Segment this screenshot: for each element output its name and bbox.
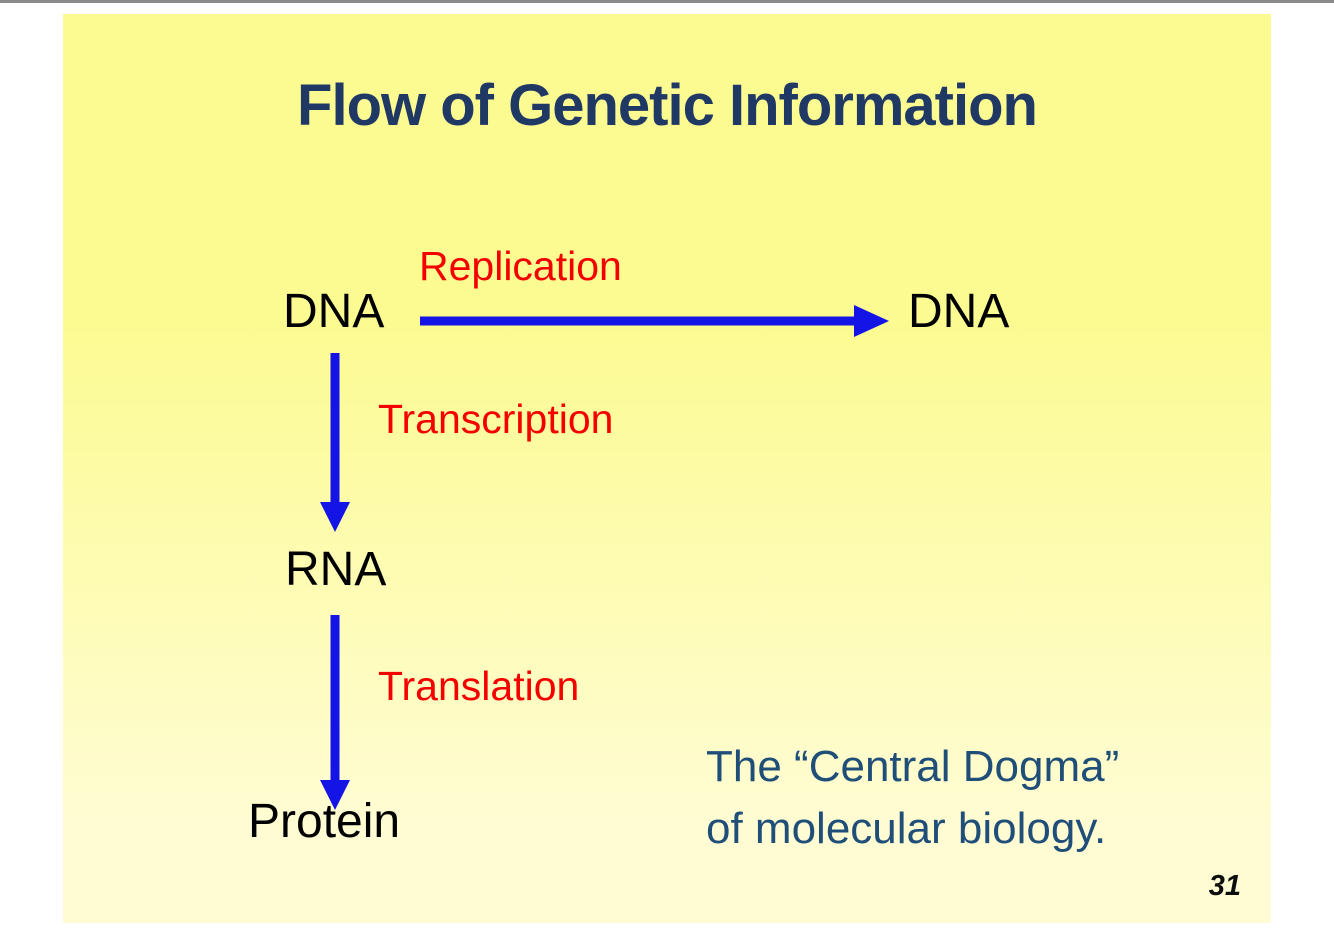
central-dogma-caption: The “Central Dogma” of molecular biology… xyxy=(706,736,1119,861)
caption-line-1: The “Central Dogma” xyxy=(706,742,1120,791)
transcription-label: Transcription xyxy=(378,396,614,442)
replication-arrow xyxy=(420,305,889,337)
node-rna: RNA xyxy=(285,543,387,596)
translation-label: Translation xyxy=(378,663,580,709)
presentation-slide: Flow of Genetic Information DNA DNA RNA … xyxy=(63,14,1271,923)
replication-label: Replication xyxy=(419,243,622,289)
translation-arrow xyxy=(320,615,350,810)
caption-line-2: of molecular biology. xyxy=(706,804,1107,854)
node-dna-copy: DNA xyxy=(908,285,1010,338)
node-protein: Protein xyxy=(248,795,401,848)
window-top-border xyxy=(0,0,1334,3)
slide-page-number: 31 xyxy=(1208,870,1241,902)
node-dna-source: DNA xyxy=(283,285,385,338)
slide-title: Flow of Genetic Information xyxy=(297,73,1038,138)
transcription-arrow xyxy=(320,353,350,532)
